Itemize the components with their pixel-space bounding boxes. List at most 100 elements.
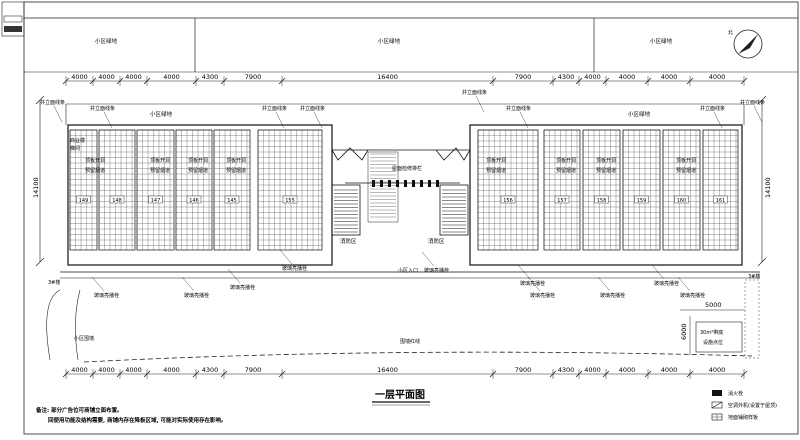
dim-bottom-10: 4000 <box>584 366 601 374</box>
tile-unit-right-6 <box>702 129 739 251</box>
unit-label-right-1-a: 顶板开洞 <box>486 157 506 164</box>
center-label-fire-left: 消防区 <box>340 237 357 245</box>
note-line-1: 备注: 部分广告位可商铺立面布置。 <box>35 406 123 414</box>
dim-top-5: 4300 <box>202 73 219 81</box>
side-dimension-right: 14100 <box>757 95 772 267</box>
unit-label-left-3-a: 顶板开洞 <box>188 157 208 164</box>
dim-bottom-6: 7900 <box>245 366 262 374</box>
north-arrow-icon: 北 <box>728 29 763 59</box>
tile-unit-right-5 <box>662 129 701 251</box>
dim-top-9: 4300 <box>558 73 575 81</box>
dim-bottom-12: 4000 <box>661 366 678 374</box>
tile-unit-left-2 <box>98 129 136 251</box>
room-number-right-3: 158 <box>597 198 607 204</box>
callout-top-5: 并立面线条 <box>462 89 487 96</box>
room-number-left-1: 149 <box>79 198 89 204</box>
facility-point-label-2: 设施点位 <box>703 339 723 346</box>
dim-top-12: 4000 <box>661 73 678 81</box>
tile-unit-left-6 <box>257 129 323 251</box>
unit-label-right-2-b: 预留烟道 <box>556 167 576 174</box>
drawing-title: 一层平面图 <box>372 389 430 406</box>
room-number-right-1: 156 <box>503 198 513 204</box>
room-number-left-3: 147 <box>151 198 161 204</box>
callout-bottom-8: 玻璃亮播栓 <box>600 292 625 299</box>
tile-unit-right-2 <box>543 129 581 251</box>
callout-top-8: 并立面线条 <box>740 99 765 106</box>
unit-label-left-4-a: 顶板开洞 <box>226 157 246 164</box>
top-strip-label-3: 小区绿地 <box>650 37 673 45</box>
callout-bottom-2: 玻璃亮播栓 <box>184 292 209 299</box>
drawing-title-text: 一层平面图 <box>375 389 425 401</box>
unit-label-left-1-a: 顶板开洞 <box>85 157 105 164</box>
unit-label-right-4-a: 顶板开洞 <box>676 157 696 164</box>
dim-5000: 5000 <box>705 301 722 309</box>
title-stamp <box>1 1 25 37</box>
ac-unit-icon <box>711 401 723 409</box>
tile-unit-right-4 <box>622 129 661 251</box>
dim-top-8: 7900 <box>515 73 532 81</box>
unit-label-right-2-a: 顶板开洞 <box>556 157 576 164</box>
tile-unit-right-1 <box>477 129 539 251</box>
dim-bottom-2: 4000 <box>98 366 115 374</box>
side-dimension-left: 14100 <box>32 95 45 267</box>
bollard-row <box>372 180 439 187</box>
room-number-right-6: 161 <box>716 198 726 204</box>
unit-label-left-3-b: 预留烟道 <box>188 167 208 174</box>
legend-label-hydrant: 消火栓 <box>728 390 743 397</box>
top-strip-label-1: 小区绿地 <box>95 37 118 45</box>
callout-bottom-3: 玻璃亮播栓 <box>230 284 255 291</box>
room-number-left-6: 155 <box>285 198 295 204</box>
drawing-frame <box>23 1 799 435</box>
tile-unit-left-4 <box>175 129 213 251</box>
callout-bottom-5: 玻璃亮播栓 <box>424 267 449 274</box>
dim-6000: 6000 <box>680 323 688 340</box>
hydrant-icon <box>712 390 722 396</box>
dim-top-11: 4000 <box>619 73 636 81</box>
dim-bottom-11: 4000 <box>619 366 636 374</box>
unit-label-right-1-b: 预留烟道 <box>486 167 506 174</box>
unit-label-left-1-b: 预留烟道 <box>85 167 105 174</box>
unit-label-left-2-b: 预留烟道 <box>150 167 170 174</box>
stair-left <box>334 153 396 233</box>
room-number-right-2: 157 <box>557 198 567 204</box>
dim-bottom-5: 4300 <box>202 366 219 374</box>
dim-left-14100: 14100 <box>32 177 40 198</box>
callout-top-2: 并立面线条 <box>90 105 115 112</box>
building-top-label-right: 小区绿地 <box>628 110 651 118</box>
facility-point-box: 5000 6000 30m²带底 设施点位 <box>680 301 745 355</box>
callout-top-4: 并立面线条 <box>300 105 325 112</box>
room-number-left-2: 148 <box>112 198 122 204</box>
facility-point-label-1: 30m²带底 <box>700 329 723 336</box>
tile-unit-left-3 <box>136 129 175 251</box>
callout-bottom-6: 玻璃亮播栓 <box>520 280 545 287</box>
dim-bottom-7: 16400 <box>377 366 398 374</box>
left-mark-line-2: 梯间 <box>70 145 80 152</box>
unit-label-right-3-b: 预留烟道 <box>596 167 616 174</box>
center-label-entrance: 小区入口 <box>398 267 418 274</box>
dim-bottom-9: 4300 <box>558 366 575 374</box>
green-label-left: 小区围墙 <box>74 335 94 342</box>
callout-bottom-1: 玻璃亮播栓 <box>94 292 119 299</box>
dim-right-14100: 14100 <box>764 177 772 198</box>
legend-label-floor: 地面铺砌样板 <box>728 414 758 421</box>
unit-label-right-4-b: 预留烟道 <box>676 167 696 174</box>
dim-top-3: 4000 <box>125 73 142 81</box>
room-number-left-5: 145 <box>227 198 237 204</box>
left-mark-line-1: 商业楼 <box>70 137 85 144</box>
unit-label-right-3-a: 顶板开洞 <box>596 157 616 164</box>
dim-top-6: 7900 <box>245 73 262 81</box>
side-mark-right: 3#楼 <box>748 273 760 280</box>
callout-bottom-9: 玻璃亮播栓 <box>654 280 679 287</box>
callout-bottom-4: 玻璃亮播栓 <box>282 265 307 272</box>
dim-bottom-3: 4000 <box>125 366 142 374</box>
dim-bottom-13: 4000 <box>709 366 726 374</box>
dim-top-13: 4000 <box>709 73 726 81</box>
center-label-fire-right: 消防区 <box>428 237 445 245</box>
callout-top-6: 并立面线条 <box>506 105 531 112</box>
tile-unit-left-1 <box>69 129 98 251</box>
